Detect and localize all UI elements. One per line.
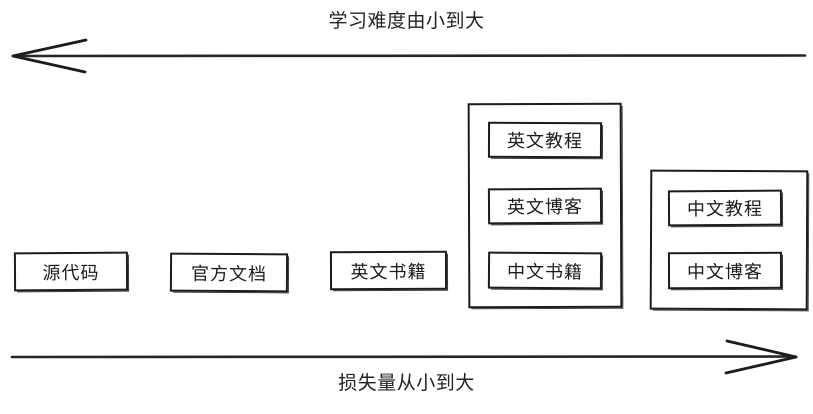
top-axis-label: 学习难度由小到大	[328, 10, 485, 32]
node-official-docs[interactable]: 官方文档	[169, 252, 289, 293]
node-source-code[interactable]: 源代码	[13, 251, 129, 292]
bottom-axis-label: 损失量从小到大	[338, 372, 475, 394]
node-english-tutorial[interactable]: 英文教程	[487, 121, 603, 159]
node-english-blog[interactable]: 英文博客	[487, 187, 603, 225]
node-chinese-blog[interactable]: 中文博客	[667, 251, 783, 290]
node-chinese-tutorial[interactable]: 中文教程	[667, 189, 783, 227]
bottom-axis-arrow	[10, 339, 798, 375]
node-chinese-books[interactable]: 中文书籍	[487, 251, 603, 290]
node-english-books[interactable]: 英文书籍	[329, 250, 448, 291]
top-axis-arrow	[11, 38, 807, 74]
